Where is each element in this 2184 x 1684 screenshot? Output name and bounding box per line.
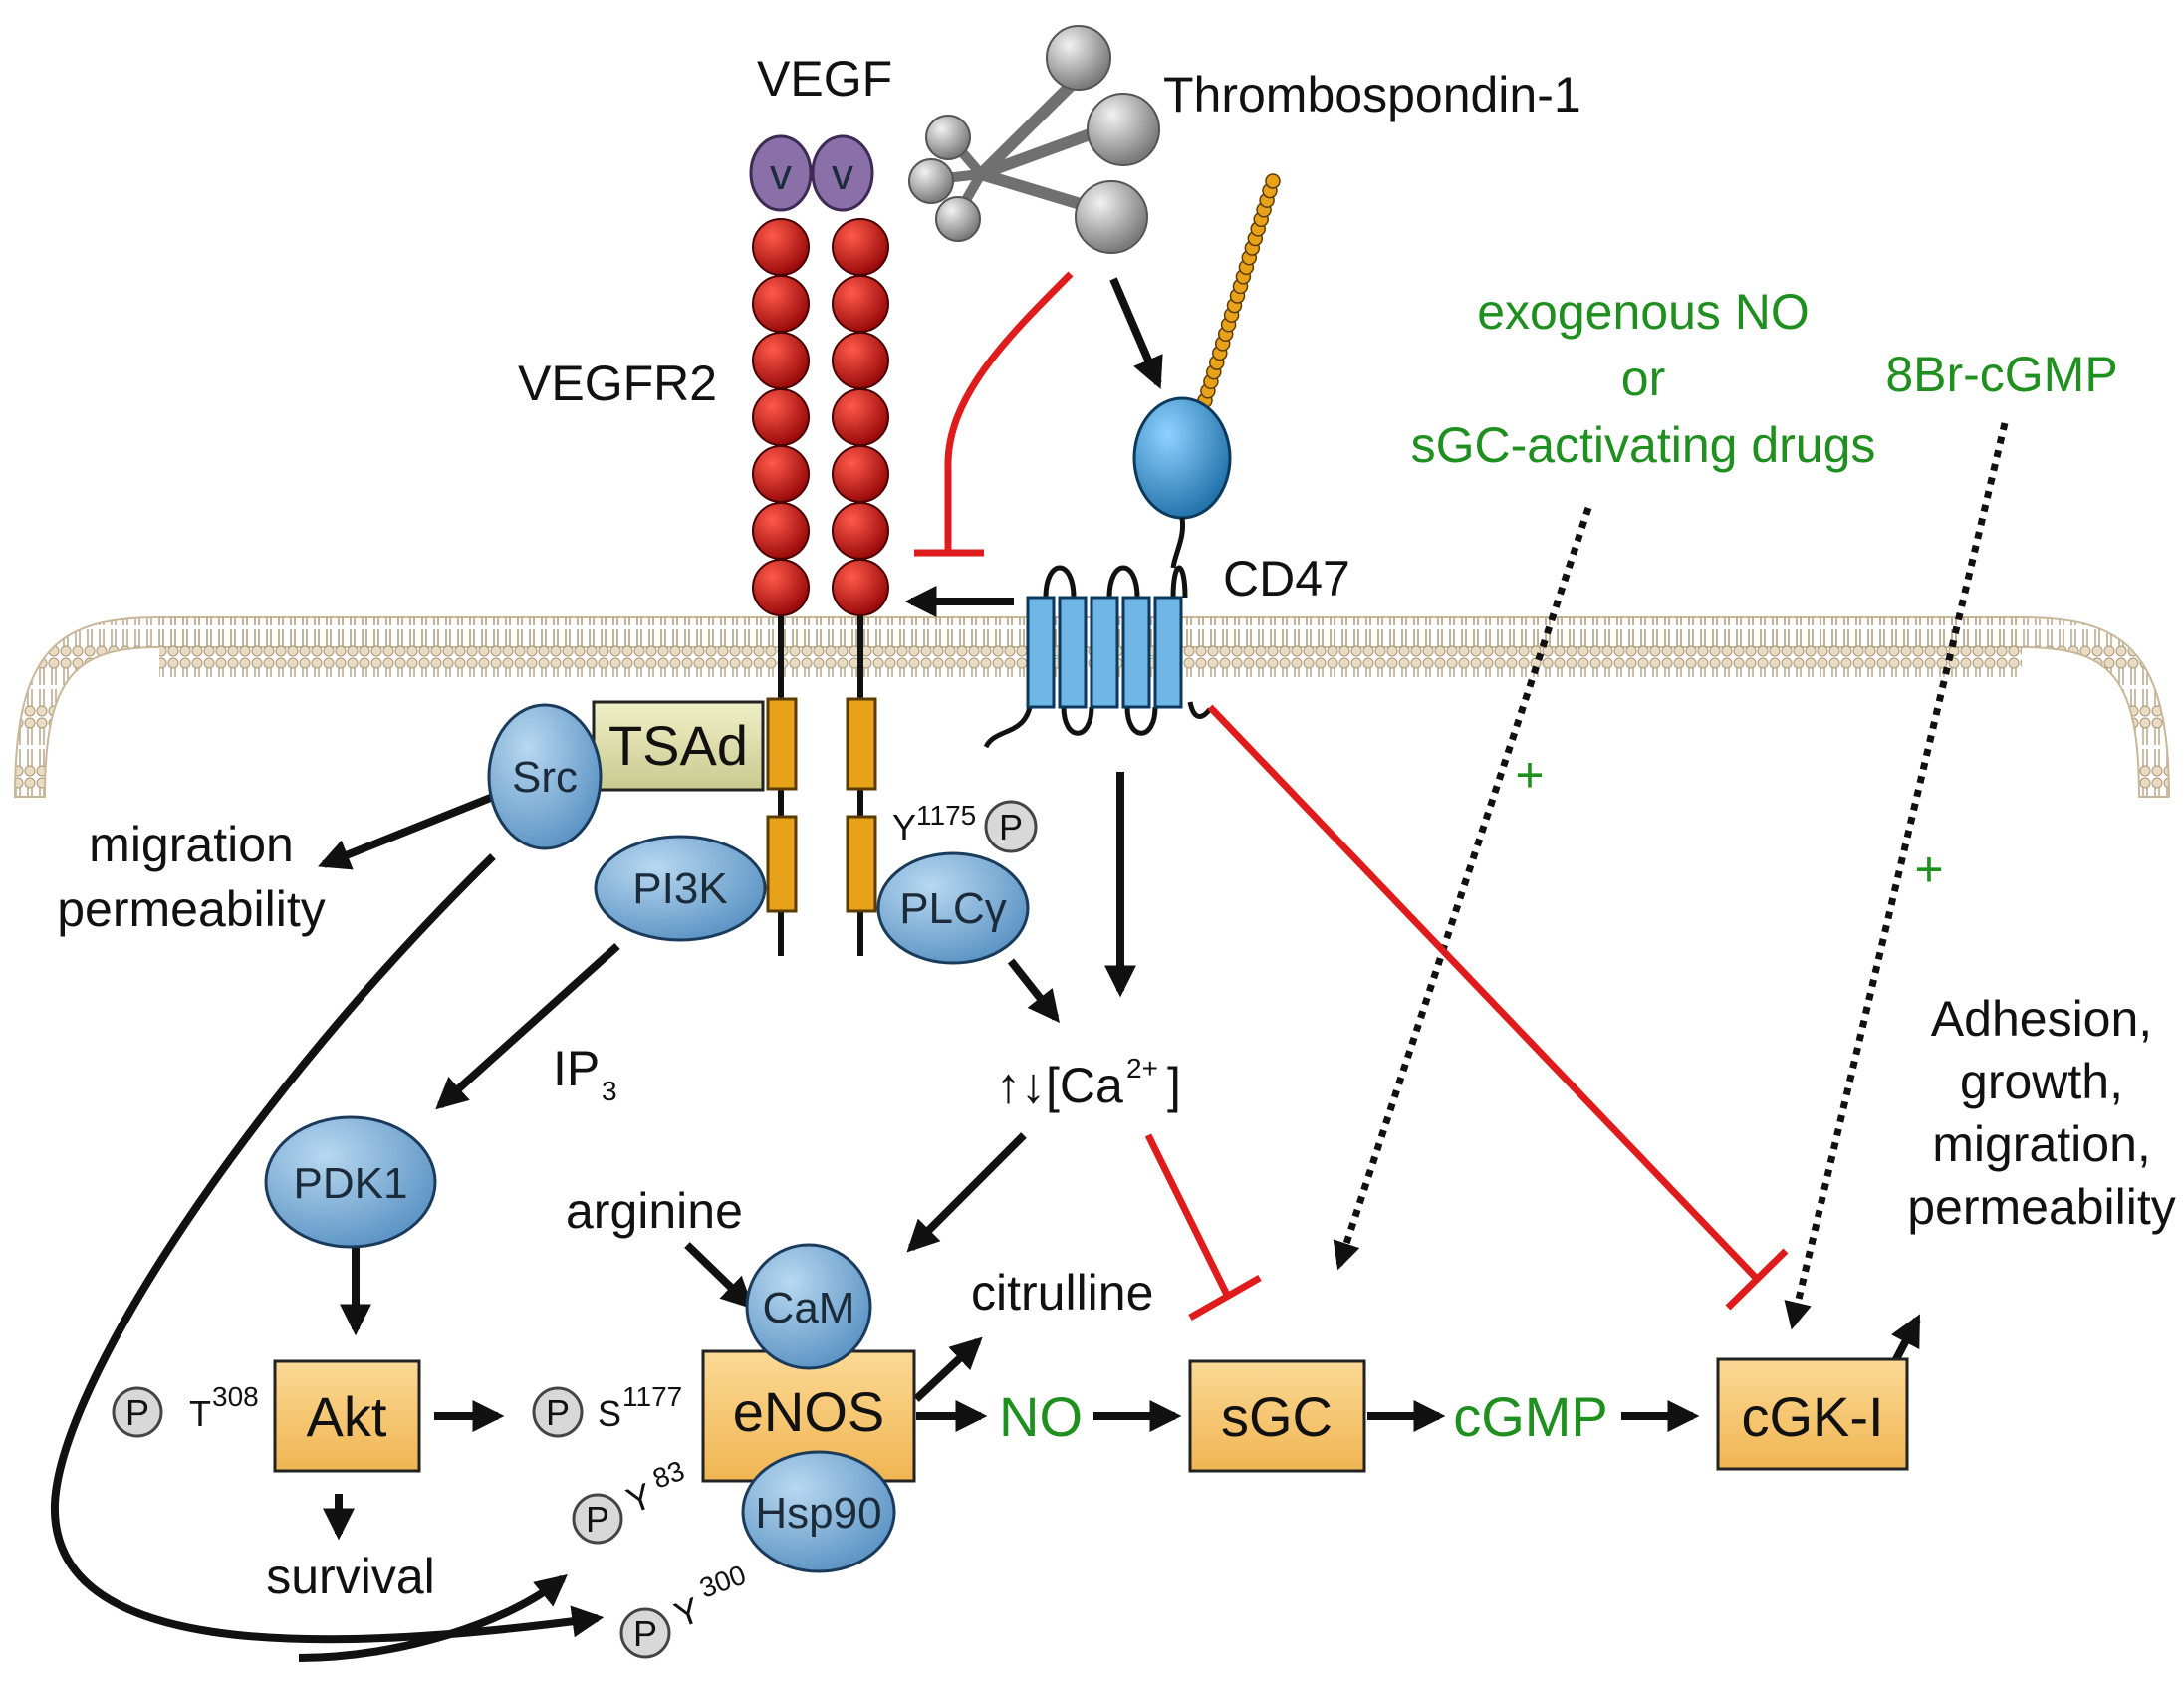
src-node: Src bbox=[487, 703, 603, 850]
ip3-text: IP bbox=[553, 1041, 600, 1096]
t308-label: T bbox=[189, 1393, 211, 1434]
y300-phosphosite: P Y 300 bbox=[619, 1560, 750, 1659]
vegf-ligand: v v bbox=[749, 134, 874, 212]
y1175-p: P bbox=[999, 807, 1023, 847]
cd47-receptor bbox=[983, 173, 1281, 749]
no-label: NO bbox=[999, 1385, 1083, 1448]
calcium-text: ↑↓[Ca bbox=[996, 1058, 1123, 1113]
ip3-label: IP 3 bbox=[553, 1041, 617, 1106]
vegf-subunit-1: v bbox=[770, 150, 792, 199]
permeability-label: permeability bbox=[57, 881, 326, 937]
src-label: Src bbox=[512, 753, 578, 802]
plcg-node: PLCγ bbox=[876, 851, 1030, 965]
t308-p: P bbox=[125, 1392, 149, 1433]
vegfr2-receptor bbox=[752, 218, 889, 956]
cam-label: CaM bbox=[763, 1284, 855, 1332]
cgki-node: cGK-I bbox=[1716, 1357, 1909, 1471]
cgmp-label: cGMP bbox=[1453, 1385, 1608, 1448]
vegfr2-ig-domain bbox=[752, 559, 810, 616]
thrombospondin-1 bbox=[908, 25, 1160, 254]
ip3-sub: 3 bbox=[602, 1076, 617, 1106]
vegfr2-ig-domain bbox=[752, 332, 810, 389]
y300-label: Y bbox=[669, 1589, 706, 1636]
s1177-phosphosite: P S 1177 bbox=[532, 1381, 682, 1438]
calcium-sup: 2+ bbox=[1126, 1053, 1158, 1083]
vegfr2-ig-domain bbox=[832, 332, 889, 389]
enos-label: eNOS bbox=[733, 1380, 885, 1443]
plus-sign-right: + bbox=[1914, 842, 1943, 897]
y83-p: P bbox=[586, 1499, 609, 1540]
plcg-label: PLCγ bbox=[899, 884, 1007, 933]
vegf-subunit-2: v bbox=[832, 150, 853, 199]
vegfr2-ig-domain bbox=[752, 388, 810, 446]
hsp90-node: Hsp90 bbox=[741, 1450, 896, 1573]
cd47-label: CD47 bbox=[1223, 551, 1350, 606]
vegf-label: VEGF bbox=[757, 51, 892, 107]
citrulline-label: citrulline bbox=[971, 1265, 1153, 1321]
cam-node: CaM bbox=[745, 1243, 872, 1370]
vegfr2-ig-domain bbox=[832, 218, 889, 276]
adhesion-line-3: migration, bbox=[1932, 1116, 2151, 1172]
or-label: or bbox=[1621, 351, 1665, 406]
8br-cgmp-label: 8Br-cGMP bbox=[1885, 347, 2117, 402]
vegfr2-ig-domain bbox=[752, 445, 810, 503]
sgc-node: sGC bbox=[1188, 1359, 1366, 1473]
tsad-label: TSAd bbox=[608, 714, 748, 777]
y1175-phosphosite: Y 1175 P bbox=[892, 800, 1038, 853]
calcium-close: ] bbox=[1167, 1058, 1181, 1113]
y1175-label: Y bbox=[892, 807, 916, 847]
sgc-label: sGC bbox=[1221, 1385, 1333, 1448]
y300-sup: 300 bbox=[695, 1560, 750, 1604]
vegfr2-ig-domain bbox=[752, 275, 810, 333]
vegfr2-label: VEGFR2 bbox=[518, 356, 717, 411]
cgki-label: cGK-I bbox=[1741, 1385, 1883, 1448]
vegfr2-ig-domain bbox=[832, 559, 889, 616]
pdk1-label: PDK1 bbox=[294, 1159, 408, 1208]
vegfr2-ig-domain bbox=[832, 388, 889, 446]
y300-p: P bbox=[633, 1613, 657, 1654]
y83-label: Y bbox=[621, 1475, 658, 1522]
y1175-sup: 1175 bbox=[916, 800, 976, 831]
plus-sign-left: + bbox=[1515, 747, 1544, 803]
y83-phosphosite: P Y 83 bbox=[572, 1455, 688, 1545]
vegfr2-ig-domain bbox=[832, 275, 889, 333]
sgc-drugs-label: sGC-activating drugs bbox=[1411, 417, 1876, 473]
t308-sup: 308 bbox=[212, 1381, 259, 1412]
vegfr2-ig-domain bbox=[832, 502, 889, 560]
tsad-node: TSAd bbox=[592, 700, 765, 792]
migration-label: migration bbox=[89, 817, 294, 872]
s1177-label: S bbox=[598, 1393, 621, 1434]
thrombospondin-label: Thrombospondin-1 bbox=[1163, 67, 1581, 122]
akt-label: Akt bbox=[307, 1385, 387, 1448]
akt-node: Akt bbox=[273, 1359, 421, 1473]
hsp90-label: Hsp90 bbox=[755, 1489, 881, 1538]
adhesion-line-2: growth, bbox=[1960, 1054, 2123, 1109]
s1177-p: P bbox=[546, 1392, 570, 1433]
cd47-glycan-bead bbox=[1265, 173, 1281, 189]
arginine-label: arginine bbox=[566, 1183, 743, 1239]
vegfr2-ig-domain bbox=[752, 502, 810, 560]
exogenous-no-label: exogenous NO bbox=[1477, 284, 1810, 340]
pi3k-label: PI3K bbox=[632, 864, 727, 913]
inhibition-lines bbox=[914, 271, 1789, 1322]
survival-label: survival bbox=[266, 1549, 434, 1604]
vegfr2-ig-domain bbox=[832, 445, 889, 503]
adhesion-line-4: permeability bbox=[1907, 1179, 2176, 1235]
vegfr2-ig-domain bbox=[752, 218, 810, 276]
calcium-label: ↑↓[Ca 2+ ] bbox=[996, 1053, 1181, 1113]
y83-sup: 83 bbox=[648, 1455, 688, 1495]
pdk1-node: PDK1 bbox=[264, 1115, 437, 1249]
t308-phosphosite: P T 308 bbox=[112, 1381, 259, 1438]
s1177-sup: 1177 bbox=[622, 1381, 682, 1412]
adhesion-line-1: Adhesion, bbox=[1931, 991, 2152, 1047]
dotted-arrows bbox=[1333, 422, 2009, 1330]
pi3k-node: PI3K bbox=[594, 835, 767, 942]
